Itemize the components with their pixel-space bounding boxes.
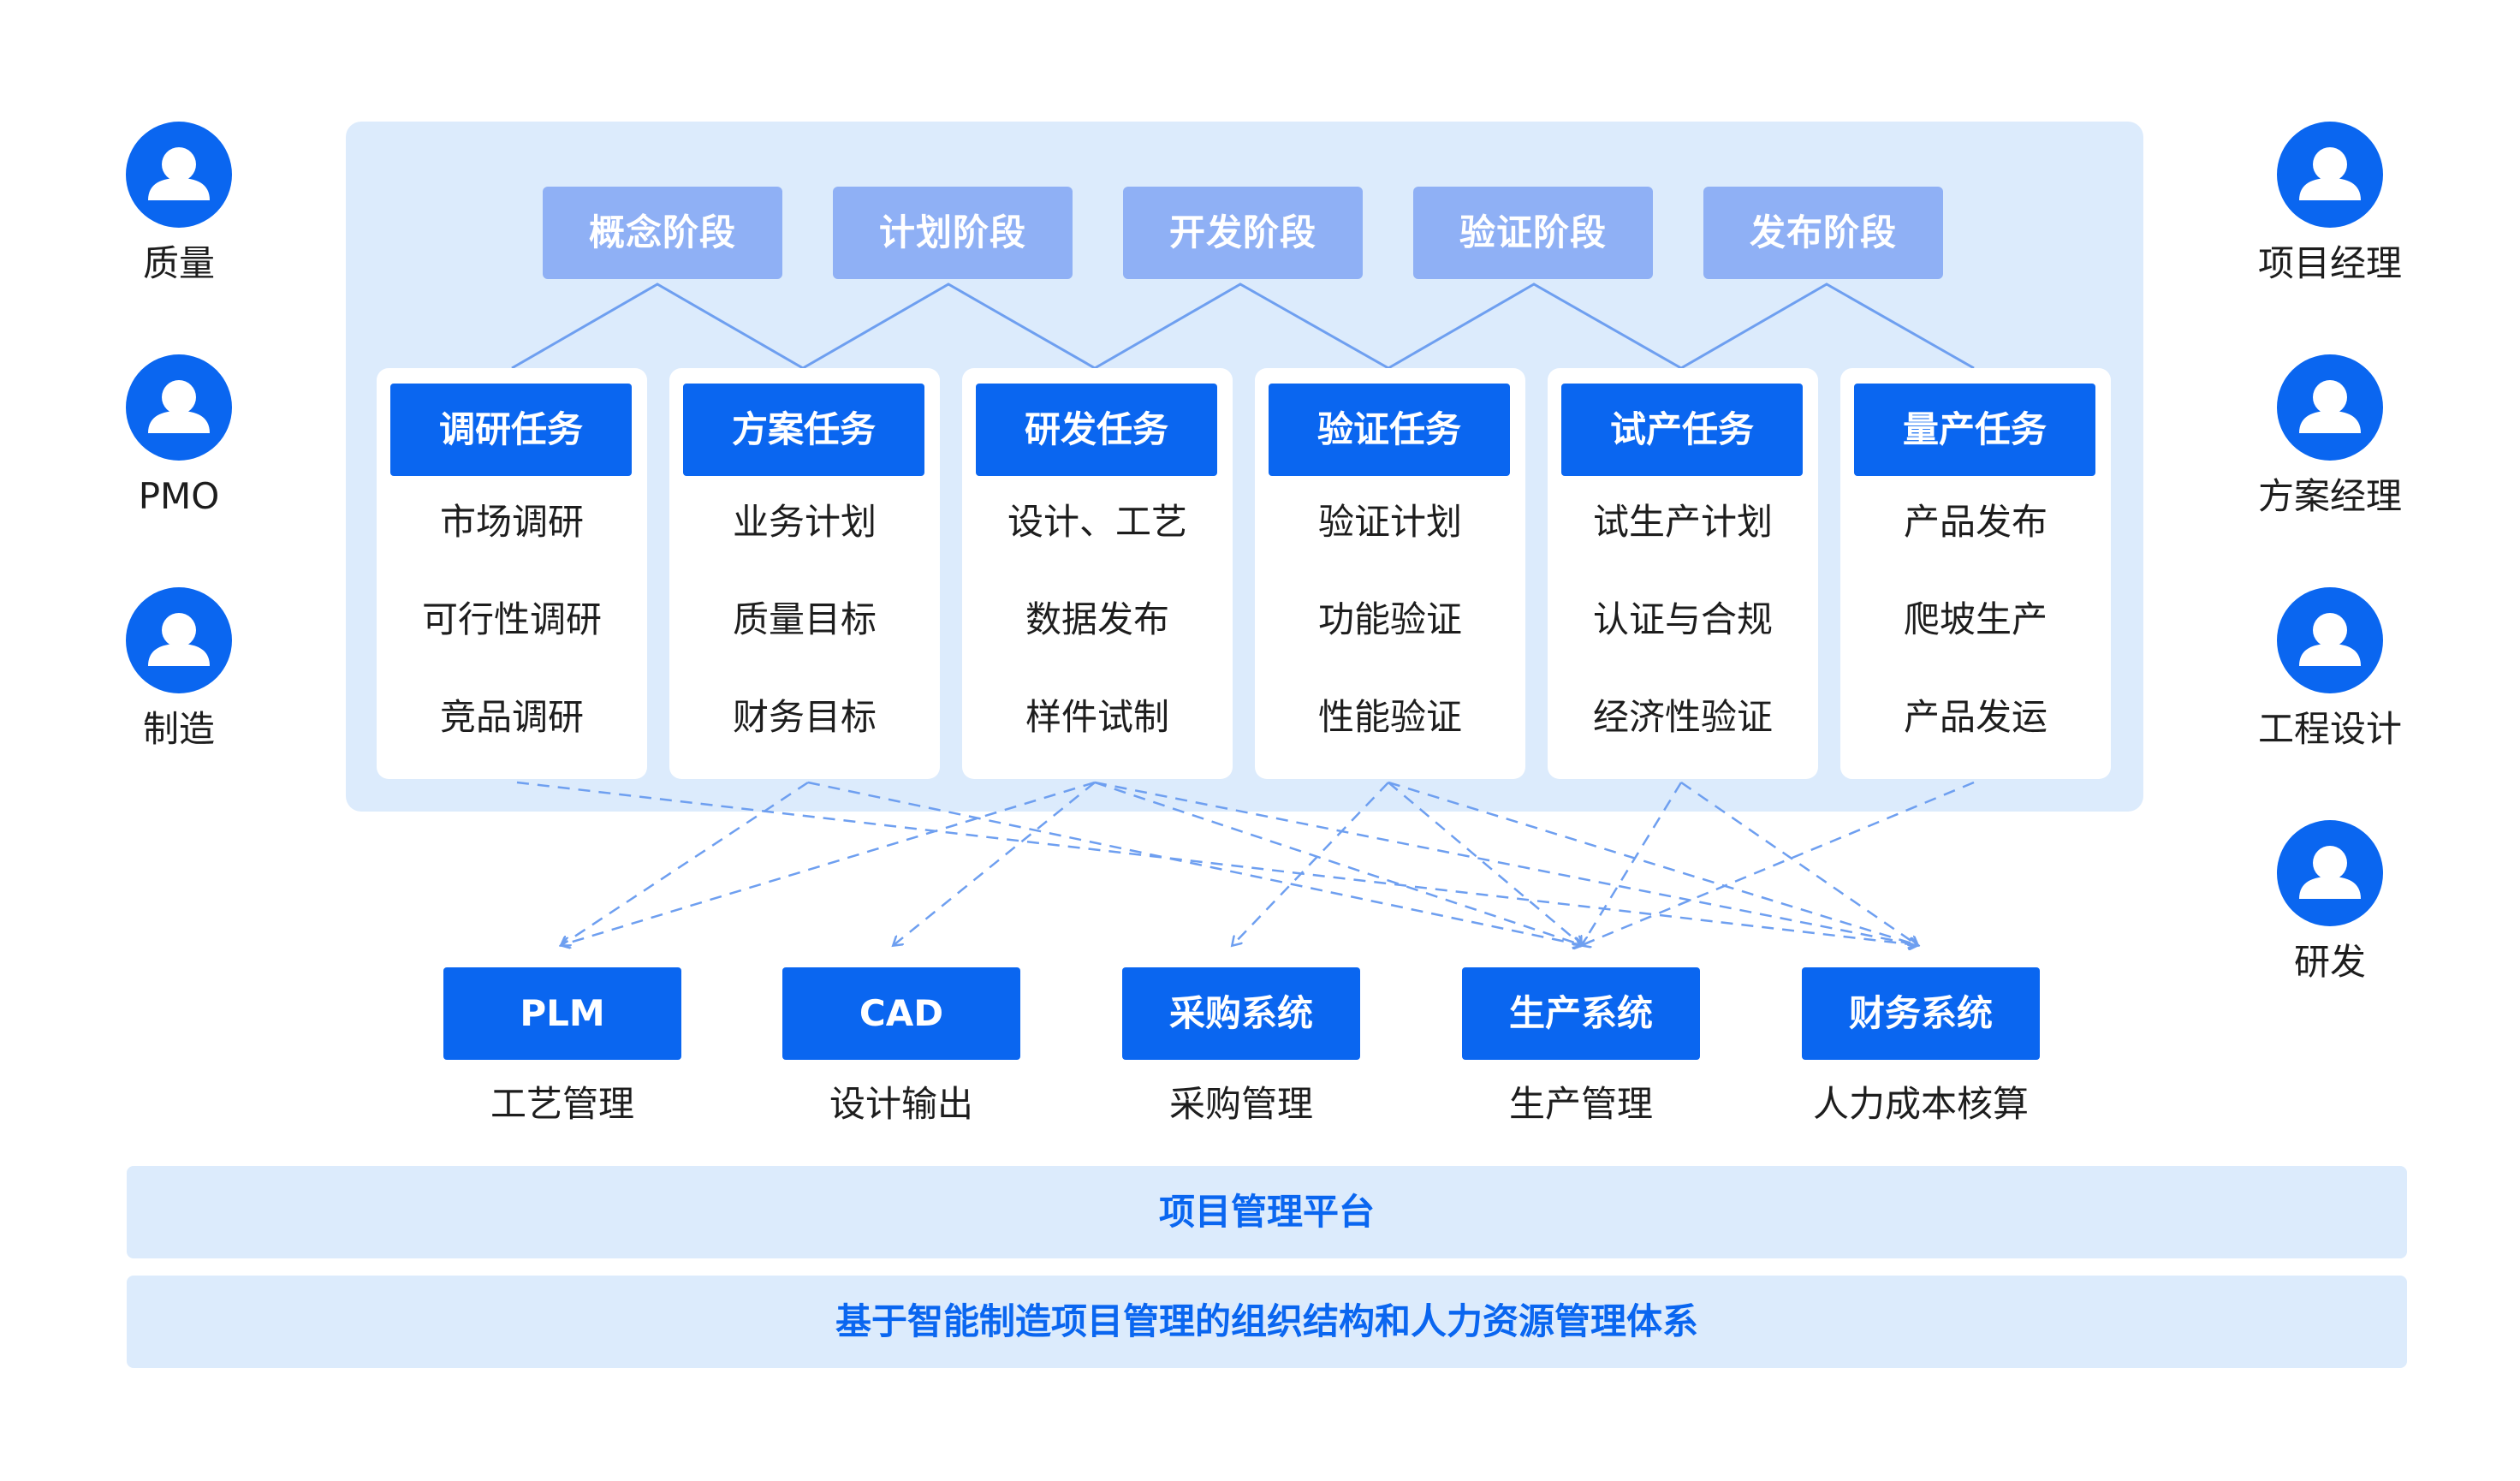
role-engineering-design: 工程设计: [2244, 587, 2416, 753]
user-icon: [126, 354, 232, 461]
phase-concept: 概念阶段: [543, 187, 782, 279]
user-icon: [126, 587, 232, 693]
role-label: 研发: [2293, 941, 2366, 983]
task-card-validation: 验证任务 验证计划 功能验证 性能验证: [1255, 368, 1525, 779]
role-rnd: 研发: [2244, 820, 2416, 986]
task-card-mass-production: 量产任务 产品发布 爬坡生产 产品发运: [1840, 368, 2111, 779]
phase-validation: 验证阶段: [1413, 187, 1653, 279]
task-item: 业务计划: [732, 501, 877, 543]
role-project-manager: 项目经理: [2244, 122, 2416, 288]
task-title: 验证任务: [1269, 384, 1510, 476]
phase-development: 开发阶段: [1123, 187, 1363, 279]
task-item: 竞品调研: [439, 696, 584, 738]
task-item: 质量目标: [732, 598, 877, 640]
system-purchasing: 采购系统: [1122, 967, 1360, 1060]
task-item: 数据发布: [1025, 598, 1169, 640]
role-label: 工程设计: [2257, 708, 2402, 750]
task-card-trial-production: 试产任务 试生产计划 认证与合规 经济性验证: [1548, 368, 1818, 779]
task-item: 功能验证: [1317, 598, 1462, 640]
task-title: 研发任务: [976, 384, 1217, 476]
phase-task-zigzag: [511, 283, 1975, 370]
task-item: 产品发布: [1903, 501, 2048, 543]
task-title: 量产任务: [1854, 384, 2095, 476]
task-item: 性能验证: [1317, 696, 1462, 738]
task-title: 试产任务: [1561, 384, 1803, 476]
task-item: 财务目标: [732, 696, 877, 738]
task-card-solution: 方案任务 业务计划 质量目标 财务目标: [669, 368, 940, 779]
task-title: 方案任务: [683, 384, 924, 476]
system-cad: CAD: [782, 967, 1020, 1060]
task-item: 设计、工艺: [1007, 501, 1187, 543]
user-icon: [2277, 820, 2383, 926]
user-icon: [2277, 122, 2383, 228]
system-finance: 财务系统: [1802, 967, 2040, 1060]
phase-planning: 计划阶段: [833, 187, 1073, 279]
role-label: 方案经理: [2257, 475, 2402, 517]
role-solution-manager: 方案经理: [2244, 354, 2416, 520]
system-desc: 采购管理: [1168, 1083, 1313, 1125]
role-manufacturing: 制造: [93, 587, 264, 753]
user-icon: [2277, 587, 2383, 693]
foundation-bar: 基于智能制造项目管理的组织结构和人力资源管理体系: [127, 1276, 2407, 1368]
role-pmo: PMO: [93, 354, 264, 520]
platform-bar: 项目管理平台: [127, 1166, 2407, 1258]
phase-release: 发布阶段: [1703, 187, 1943, 279]
system-desc: 人力成本核算: [1812, 1083, 2029, 1125]
task-item: 可行性调研: [421, 598, 602, 640]
task-item: 经济性验证: [1592, 696, 1773, 738]
system-desc: 工艺管理: [490, 1083, 634, 1125]
task-item: 验证计划: [1317, 501, 1462, 543]
role-label: 项目经理: [2257, 242, 2402, 284]
task-item: 认证与合规: [1592, 598, 1773, 640]
role-label: PMO: [138, 475, 220, 517]
task-item: 产品发运: [1903, 696, 2048, 738]
role-label: 质量: [142, 242, 215, 284]
system-production: 生产系统: [1462, 967, 1700, 1060]
user-icon: [126, 122, 232, 228]
task-item: 试生产计划: [1592, 501, 1773, 543]
task-item: 爬坡生产: [1903, 598, 2048, 640]
task-item: 市场调研: [439, 501, 584, 543]
role-label: 制造: [142, 708, 215, 750]
task-item: 样件试制: [1025, 696, 1169, 738]
task-card-research: 调研任务 市场调研 可行性调研 竞品调研: [377, 368, 647, 779]
system-desc: 设计输出: [829, 1083, 973, 1125]
user-icon: [2277, 354, 2383, 461]
system-desc: 生产管理: [1508, 1083, 1653, 1125]
task-system-arrows: [516, 781, 1975, 945]
task-card-rnd: 研发任务 设计、工艺 数据发布 样件试制: [962, 368, 1233, 779]
role-quality: 质量: [93, 122, 264, 288]
system-plm: PLM: [443, 967, 681, 1060]
task-title: 调研任务: [390, 384, 632, 476]
